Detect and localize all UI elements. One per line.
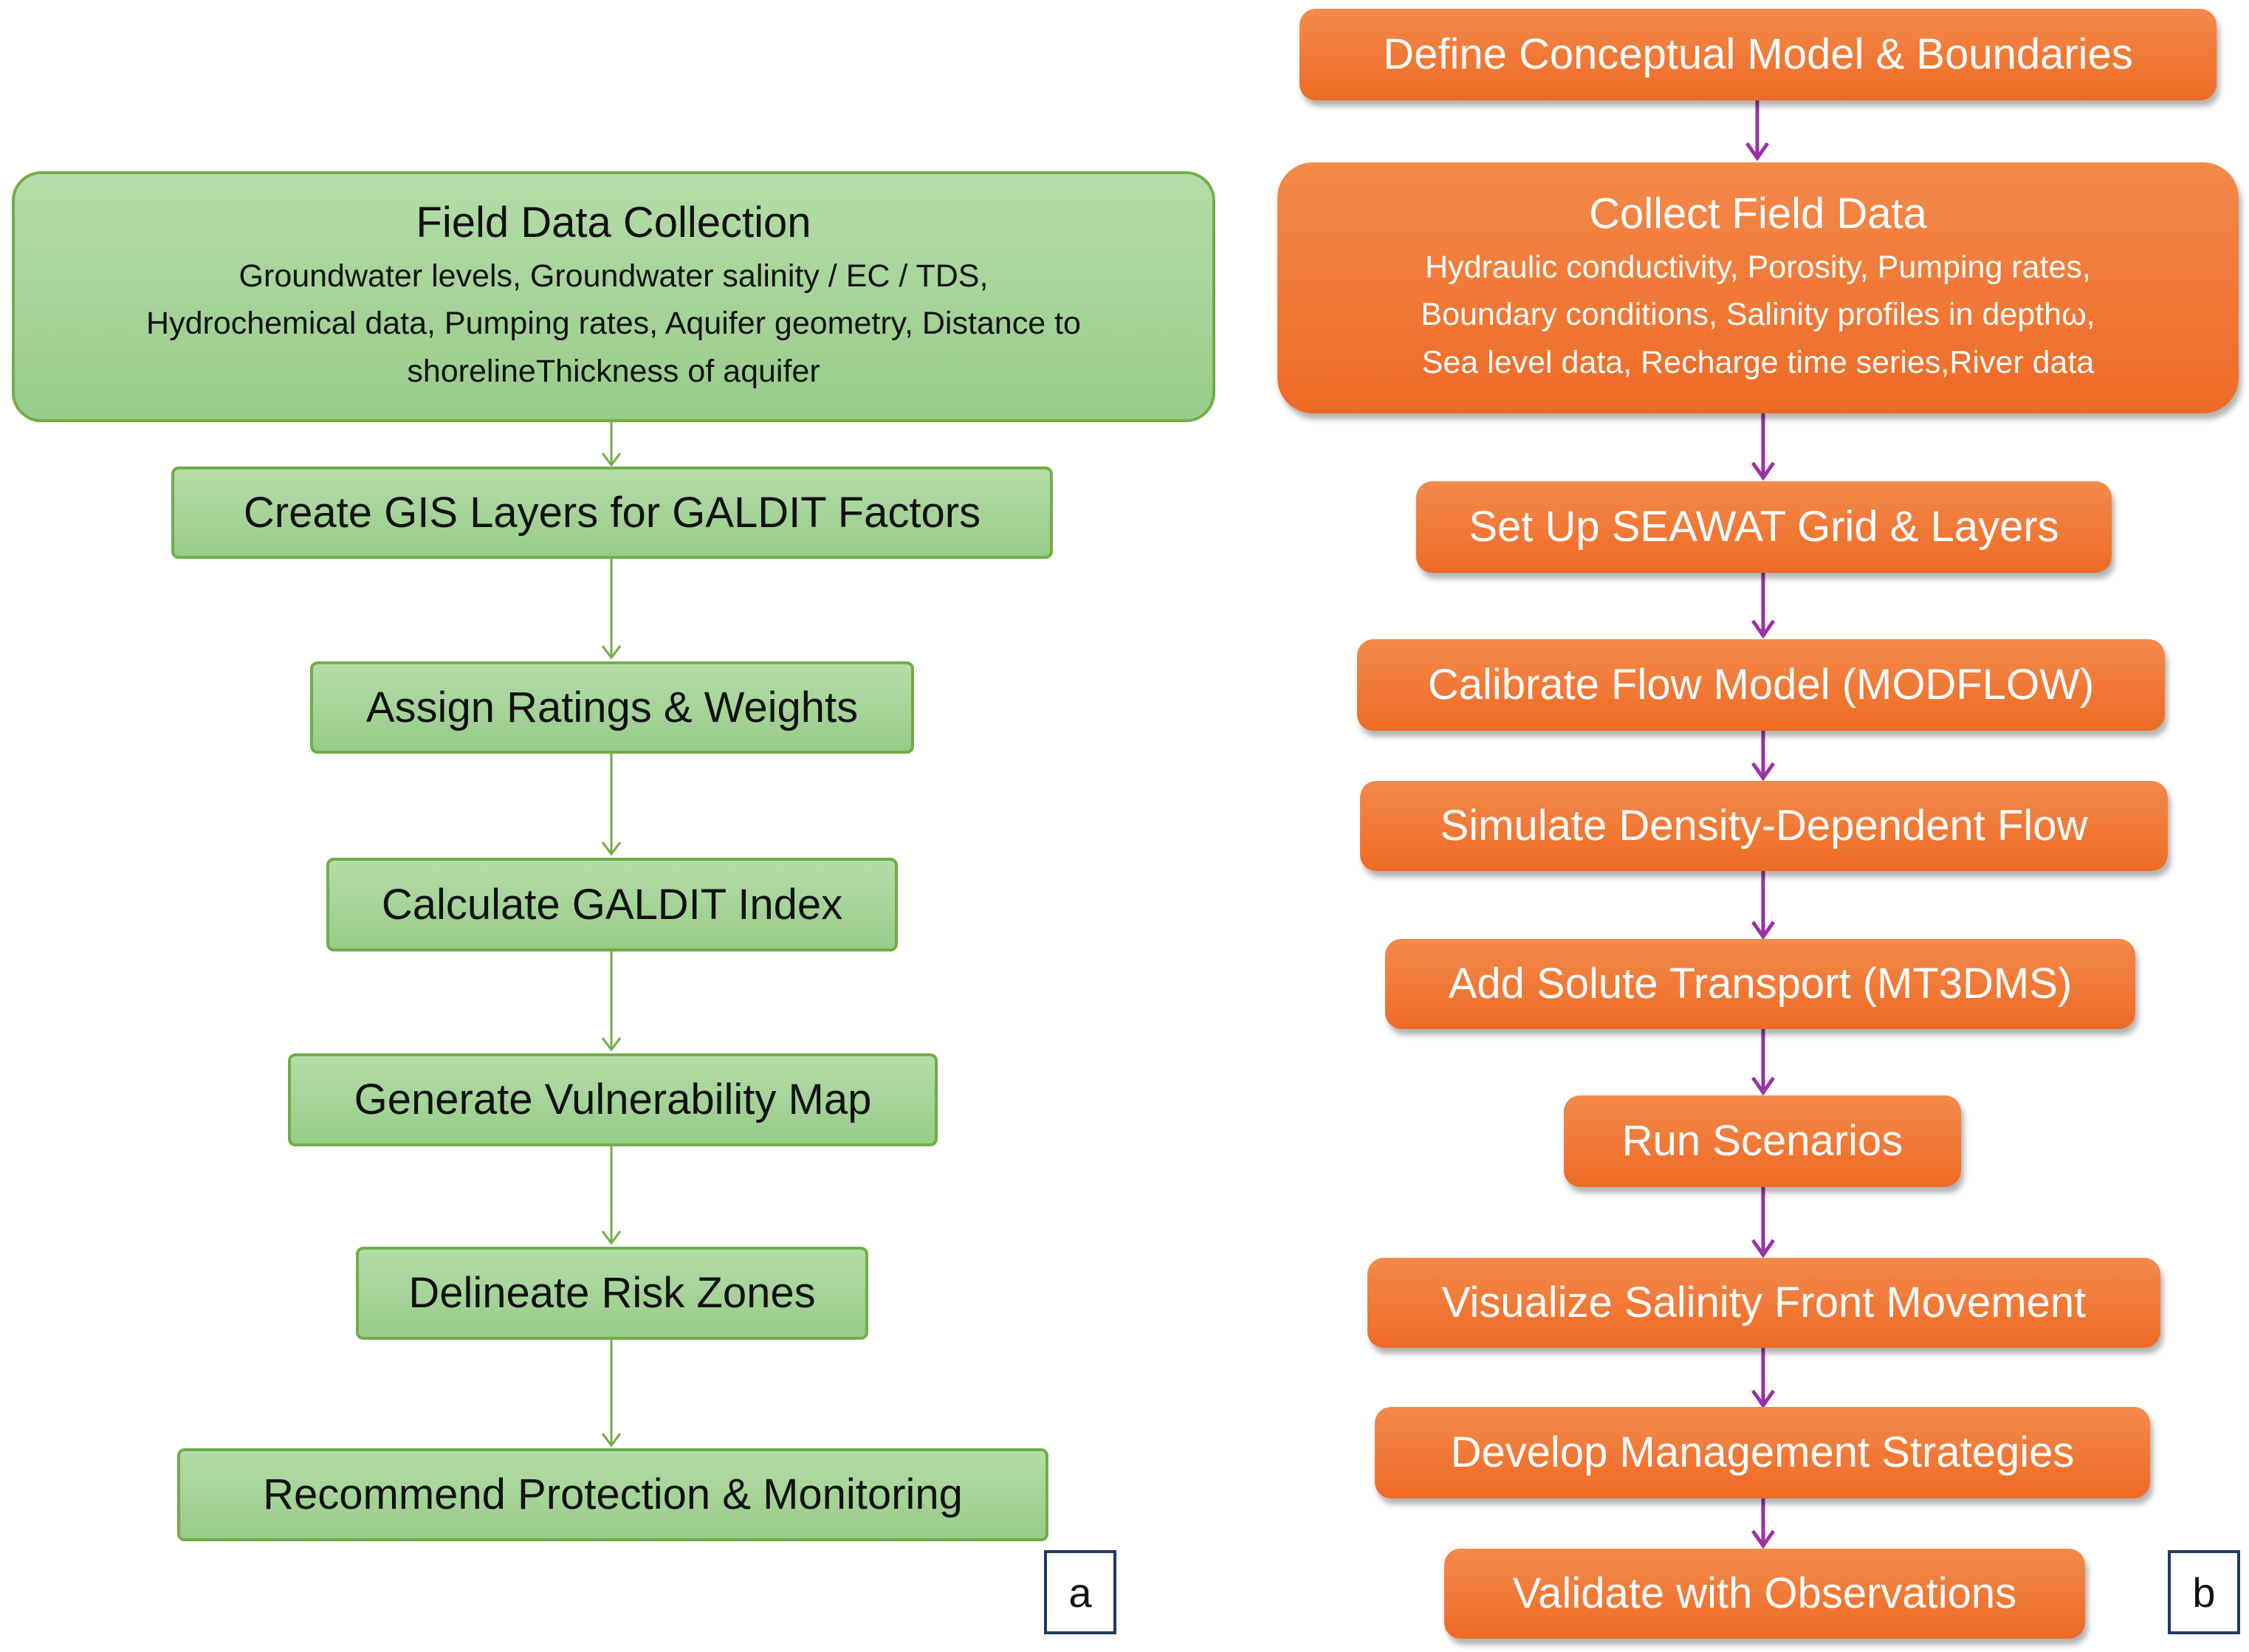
step-generate-map: Generate Vulnerability Map [288,1053,938,1146]
step-title: Field Data Collection [416,198,811,247]
panel-label-b: b [2168,1550,2240,1634]
panel-b-arrows [1745,100,1776,1549]
step-setup-seawat: Set Up SEAWAT Grid & Layers [1416,481,2112,573]
step-calibrate-flow-model: Calibrate Flow Model (MODFLOW) [1357,639,2165,731]
step-detail-line: Hydrochemical data, Pumping rates, Aquif… [146,306,1081,342]
panel-label-a: a [1044,1550,1116,1634]
step-recommend-protection: Recommend Protection & Monitoring [177,1448,1048,1541]
step-field-data-collection: Field Data Collection Groundwater levels… [12,171,1215,422]
step-detail-line: Hydraulic conductivity, Porosity, Pumpin… [1425,249,2091,285]
step-create-gis-layers: Create GIS Layers for GALDIT Factors [171,467,1053,559]
step-detail-line: shorelineThickness of aquifer [407,353,820,389]
step-develop-strategies: Develop Management Strategies [1375,1407,2150,1498]
step-collect-field-data: Collect Field Data Hydraulic conductivit… [1277,162,2239,413]
step-define-conceptual-model: Define Conceptual Model & Boundaries [1299,9,2217,100]
step-visualize-salinity: Visualize Salinity Front Movement [1367,1258,2160,1348]
step-simulate-flow: Simulate Density-Dependent Flow [1360,781,2168,871]
step-assign-ratings: Assign Ratings & Weights [310,661,914,754]
step-add-solute-transport: Add Solute Transport (MT3DMS) [1385,939,2135,1029]
step-calculate-index: Calculate GALDIT Index [326,858,898,951]
step-detail-line: Groundwater levels, Groundwater salinity… [238,258,989,294]
panel-a-arrows [601,422,622,1448]
step-detail-line: Boundary conditions, Salinity profiles i… [1421,297,2095,333]
step-validate-observations: Validate with Observations [1444,1549,2085,1639]
step-title: Collect Field Data [1589,189,1927,238]
step-detail-line: Sea level data, Recharge time series,Riv… [1421,344,2095,380]
step-delineate-risk-zones: Delineate Risk Zones [356,1247,868,1340]
step-run-scenarios: Run Scenarios [1564,1095,1961,1187]
